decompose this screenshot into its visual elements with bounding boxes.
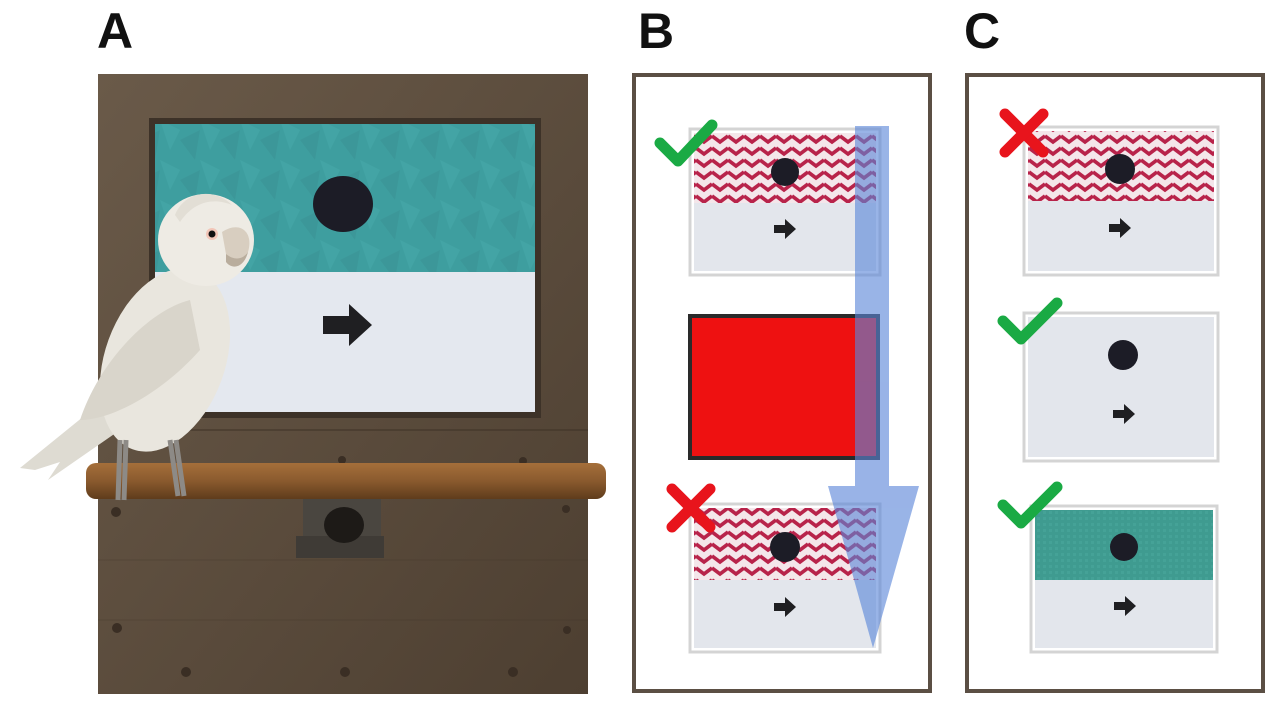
- test-stimulus-teal: [1029, 504, 1219, 654]
- stimulus-dot: [1108, 340, 1138, 370]
- apparatus-illustration: [20, 74, 606, 694]
- right-arrow-icon: [774, 219, 796, 239]
- sequence-frame-2-red: [688, 314, 880, 460]
- wooden-perch: [86, 463, 606, 499]
- panel-b-letter: B: [638, 3, 675, 59]
- check-icon: [997, 481, 1063, 529]
- cross-icon: [666, 483, 716, 533]
- down-arrow-icon: [828, 126, 919, 648]
- right-arrow-icon[interactable]: [323, 304, 372, 346]
- stimulus-dot: [1105, 154, 1135, 184]
- panel-a-letter: A: [97, 3, 134, 59]
- stimulus-dot: [770, 532, 800, 562]
- cross-icon: [999, 108, 1049, 158]
- sequence-frame-1: [688, 127, 882, 277]
- stimulus-dot: [771, 158, 799, 186]
- stimulus-dot: [1110, 533, 1138, 561]
- check-icon: [997, 297, 1063, 345]
- right-arrow-icon: [774, 597, 796, 617]
- cockatoo-bird: [20, 193, 254, 501]
- stimulus-dot[interactable]: [313, 176, 373, 232]
- right-arrow-icon: [1109, 218, 1131, 238]
- sequence-frame-3: [688, 502, 882, 654]
- test-stimulus-blank: [1022, 311, 1220, 463]
- food-feeder: [296, 499, 384, 558]
- panel-c-letter: C: [964, 3, 1001, 59]
- right-arrow-icon: [1114, 596, 1136, 616]
- right-arrow-icon: [1113, 404, 1135, 424]
- panel-b-sequence: [654, 119, 919, 654]
- screws: [111, 456, 571, 677]
- check-icon: [654, 119, 718, 167]
- test-stimulus-zigzag: [1022, 125, 1220, 277]
- panel-c-items: [997, 108, 1220, 654]
